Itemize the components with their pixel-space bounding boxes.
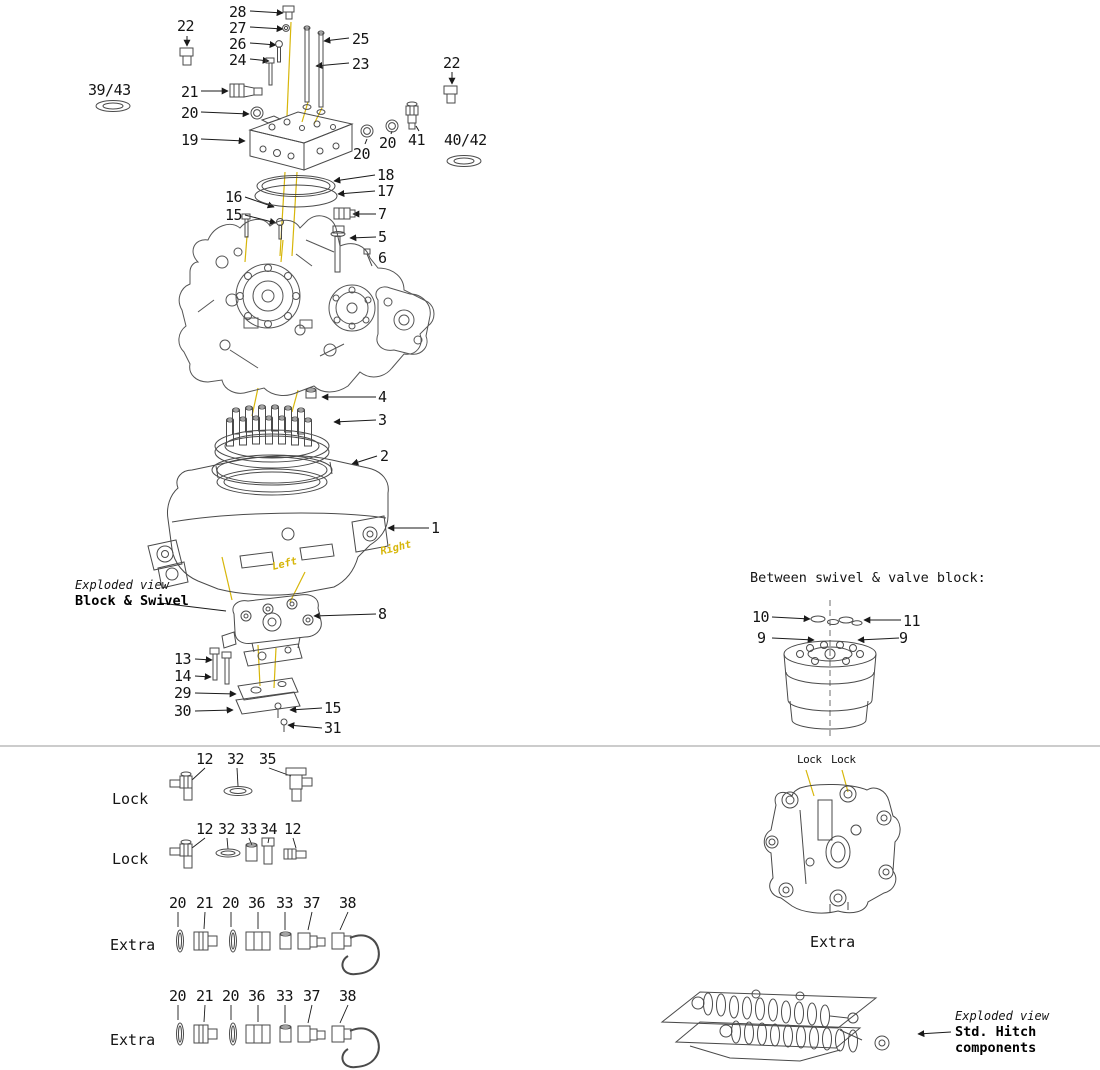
callout-15-b: 15 [324, 699, 342, 717]
callout-16: 16 [225, 188, 243, 206]
row2-label-lock: Lock [112, 850, 149, 868]
row4-num-20a: 20 [169, 987, 187, 1005]
callout-7: 7 [378, 205, 387, 223]
callout-21: 21 [181, 83, 199, 101]
callout-17: 17 [377, 182, 395, 200]
callout-27: 27 [229, 19, 247, 37]
top-hardware-parts [95, 5, 482, 167]
row2-num-33: 33 [240, 820, 258, 838]
callout-10: 10 [752, 608, 770, 626]
row4-num-38: 38 [339, 987, 357, 1005]
callout-14: 14 [174, 667, 192, 685]
lock-block-label-left: Lock [797, 753, 822, 766]
callout-5: 5 [378, 228, 387, 246]
lock-block-extra-label: Extra [810, 933, 856, 951]
callout-2: 2 [380, 447, 389, 465]
callout-23: 23 [352, 55, 370, 73]
transmission-housing [178, 215, 435, 396]
row1-num-35: 35 [259, 750, 277, 768]
callout-13: 13 [174, 650, 192, 668]
hitch-assembly [660, 989, 890, 1062]
row2-num-12a: 12 [196, 820, 214, 838]
lock-block-label-right: Lock [831, 753, 856, 766]
row3-num-20b: 20 [222, 894, 240, 912]
fitting-row-extra2 [176, 1022, 380, 1069]
row3-num-37: 37 [303, 894, 321, 912]
row3-num-33: 33 [276, 894, 294, 912]
callout-30: 30 [174, 702, 192, 720]
seal-rings-and-screws [241, 175, 373, 273]
row3-label-extra: Extra [110, 936, 156, 954]
row-leader-lines [177, 767, 349, 1024]
row4-num-36: 36 [248, 987, 266, 1005]
callout-39-43: 39/43 [88, 81, 131, 99]
callout-19: 19 [181, 131, 199, 149]
row4-num-33: 33 [276, 987, 294, 1005]
leader-lines [159, 9, 952, 1038]
callout-22-left: 22 [177, 17, 195, 35]
swivel-view-title: Between swivel & valve block: [750, 570, 986, 586]
main-caption-italic: Exploded view [75, 578, 169, 592]
row1-num-32: 32 [227, 750, 245, 768]
callout-20-c: 20 [379, 134, 397, 152]
main-caption-bold: Block & Swivel [75, 593, 189, 609]
row2-num-32: 32 [218, 820, 236, 838]
callout-20-a: 20 [181, 104, 199, 122]
callout-31: 31 [324, 719, 342, 737]
callout-1: 1 [431, 519, 440, 537]
row1-num-12: 12 [196, 750, 214, 768]
callout-3: 3 [378, 411, 387, 429]
callout-26: 26 [229, 35, 247, 53]
row4-num-21: 21 [196, 987, 214, 1005]
callout-6: 6 [378, 249, 387, 267]
callout-24: 24 [229, 51, 247, 69]
callout-40-42: 40/42 [444, 131, 487, 149]
callout-15-a: 15 [225, 206, 243, 224]
row2-num-34: 34 [260, 820, 278, 838]
swivel-assembly [209, 594, 322, 732]
row3-num-36: 36 [248, 894, 266, 912]
callout-4: 4 [378, 388, 387, 406]
valve-block-part [248, 111, 354, 171]
row2-num-12b: 12 [284, 820, 302, 838]
callout-28: 28 [229, 3, 247, 21]
row4-num-20b: 20 [222, 987, 240, 1005]
lock-block [763, 783, 901, 914]
row3-num-20a: 20 [169, 894, 187, 912]
callout-29: 29 [174, 684, 192, 702]
accent-guide-lines [221, 21, 849, 797]
callout-11: 11 [903, 612, 921, 630]
row3-num-21: 21 [196, 894, 214, 912]
base-housing [147, 455, 389, 596]
pin-manifold-assembly [211, 387, 333, 486]
fitting-row-lock1 [169, 767, 313, 802]
callout-9-left: 9 [757, 629, 766, 647]
swivel-spindle [783, 600, 877, 736]
fitting-row-extra1 [176, 929, 380, 976]
hitch-caption-bold: Std. Hitch components [955, 1024, 1037, 1056]
callout-9-right: 9 [899, 629, 908, 647]
row4-num-37: 37 [303, 987, 321, 1005]
row1-label-lock: Lock [112, 790, 149, 808]
hitch-caption-italic: Exploded view [955, 1009, 1049, 1023]
callout-22-right: 22 [443, 54, 461, 72]
callout-41: 41 [408, 131, 426, 149]
fitting-row-lock2 [169, 837, 307, 869]
callout-8: 8 [378, 605, 387, 623]
row3-num-38: 38 [339, 894, 357, 912]
callout-20-b: 20 [353, 145, 371, 163]
row4-label-extra: Extra [110, 1031, 156, 1049]
callout-25: 25 [352, 30, 370, 48]
callout-18: 18 [377, 166, 395, 184]
